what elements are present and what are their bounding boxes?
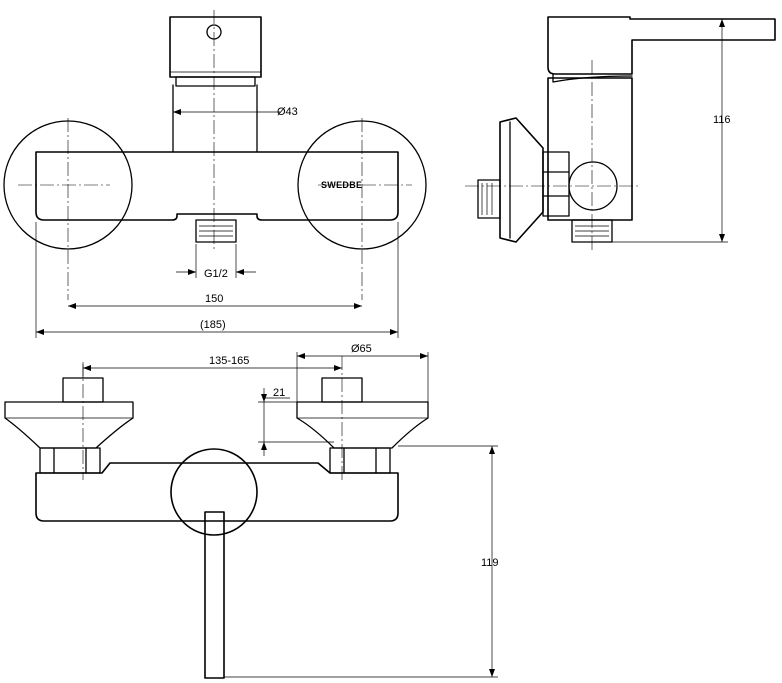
side-inlet [477,179,501,219]
bottom-view: 135-165 Ø65 21 119 [4,343,499,679]
bottom-lever [204,511,225,679]
dim-center-distance: 150 [205,293,223,305]
handle-cap [169,16,262,78]
side-handle [547,16,776,75]
side-rosette [499,117,544,243]
side-connector [568,161,618,211]
side-view: 116 [465,16,776,252]
front-body [35,151,399,221]
brand-label: SWEDBE [321,180,362,190]
right-rosette-cone [296,401,429,449]
side-nut [542,151,570,217]
left-rosette-cone [4,401,134,449]
dim-spout-diameter: Ø43 [277,106,298,118]
right-nut [329,447,391,474]
dim-height-bottom: 119 [481,557,499,569]
dim-height-side: 116 [713,114,731,126]
side-body [547,77,633,221]
bottom-handle-hub [170,448,258,536]
bottom-body [35,462,399,522]
left-nut [39,447,101,474]
dim-overall-width: (185) [200,319,226,331]
dim-spacing-range: 135-165 [209,355,249,367]
dim-thread: G1/2 [204,268,228,280]
front-view: SWEDBE Ø43 G1/2 150 (185) [3,10,427,338]
outlet [195,219,237,243]
dim-rosette-diameter: Ø65 [351,343,372,355]
dim-offset: 21 [273,387,285,399]
